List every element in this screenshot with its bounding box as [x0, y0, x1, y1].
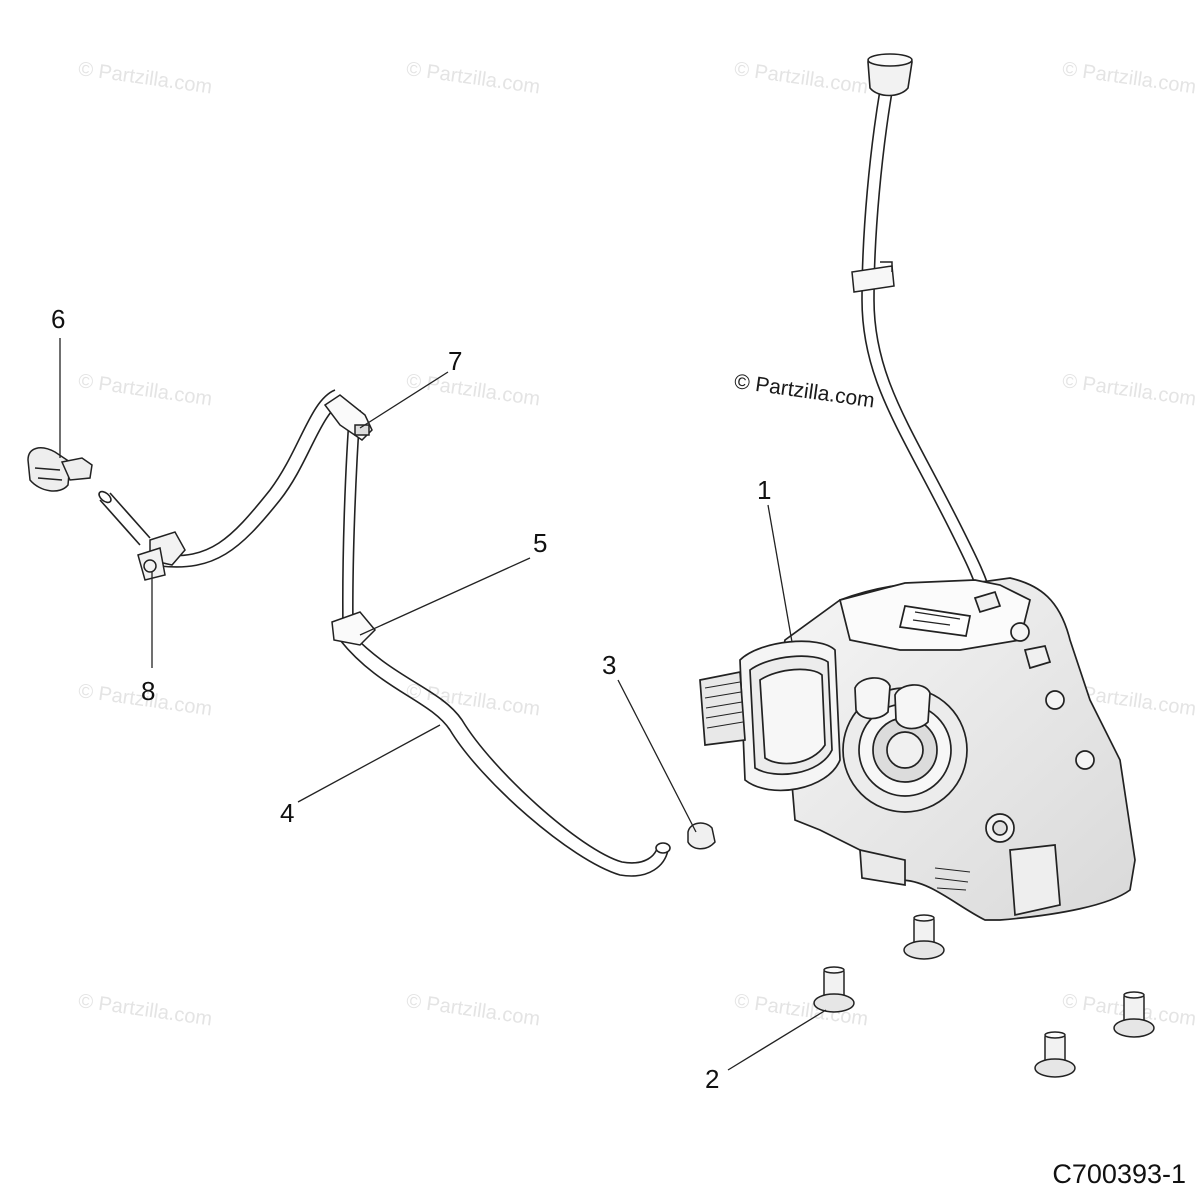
callout-2: 2 — [705, 1064, 720, 1094]
hose-clamp-5 — [331, 611, 377, 646]
callout-3: 3 — [602, 650, 617, 680]
callout-8: 8 — [141, 676, 156, 706]
callout-5: 5 — [533, 528, 548, 558]
callout-7: 7 — [448, 346, 463, 376]
bolt — [813, 966, 855, 1013]
breather-tube — [861, 89, 993, 601]
breather-clip — [851, 261, 895, 293]
breather-cap — [867, 53, 913, 97]
front-gearcase — [699, 577, 1136, 921]
figure-code: C700393-1 — [1052, 1159, 1186, 1189]
clamp-screw-8 — [137, 531, 186, 581]
bolt — [1034, 1031, 1076, 1078]
clip-3 — [687, 822, 716, 850]
callout-6: 6 — [51, 304, 66, 334]
elbow-fitting-6 — [27, 447, 93, 492]
vent-hose — [98, 389, 671, 877]
callout-4: 4 — [280, 798, 295, 828]
bolt — [903, 914, 945, 960]
bolt — [1113, 991, 1155, 1038]
hose-clamp-7 — [323, 394, 373, 441]
callout-1: 1 — [757, 475, 772, 505]
leader-lines — [59, 338, 827, 1071]
